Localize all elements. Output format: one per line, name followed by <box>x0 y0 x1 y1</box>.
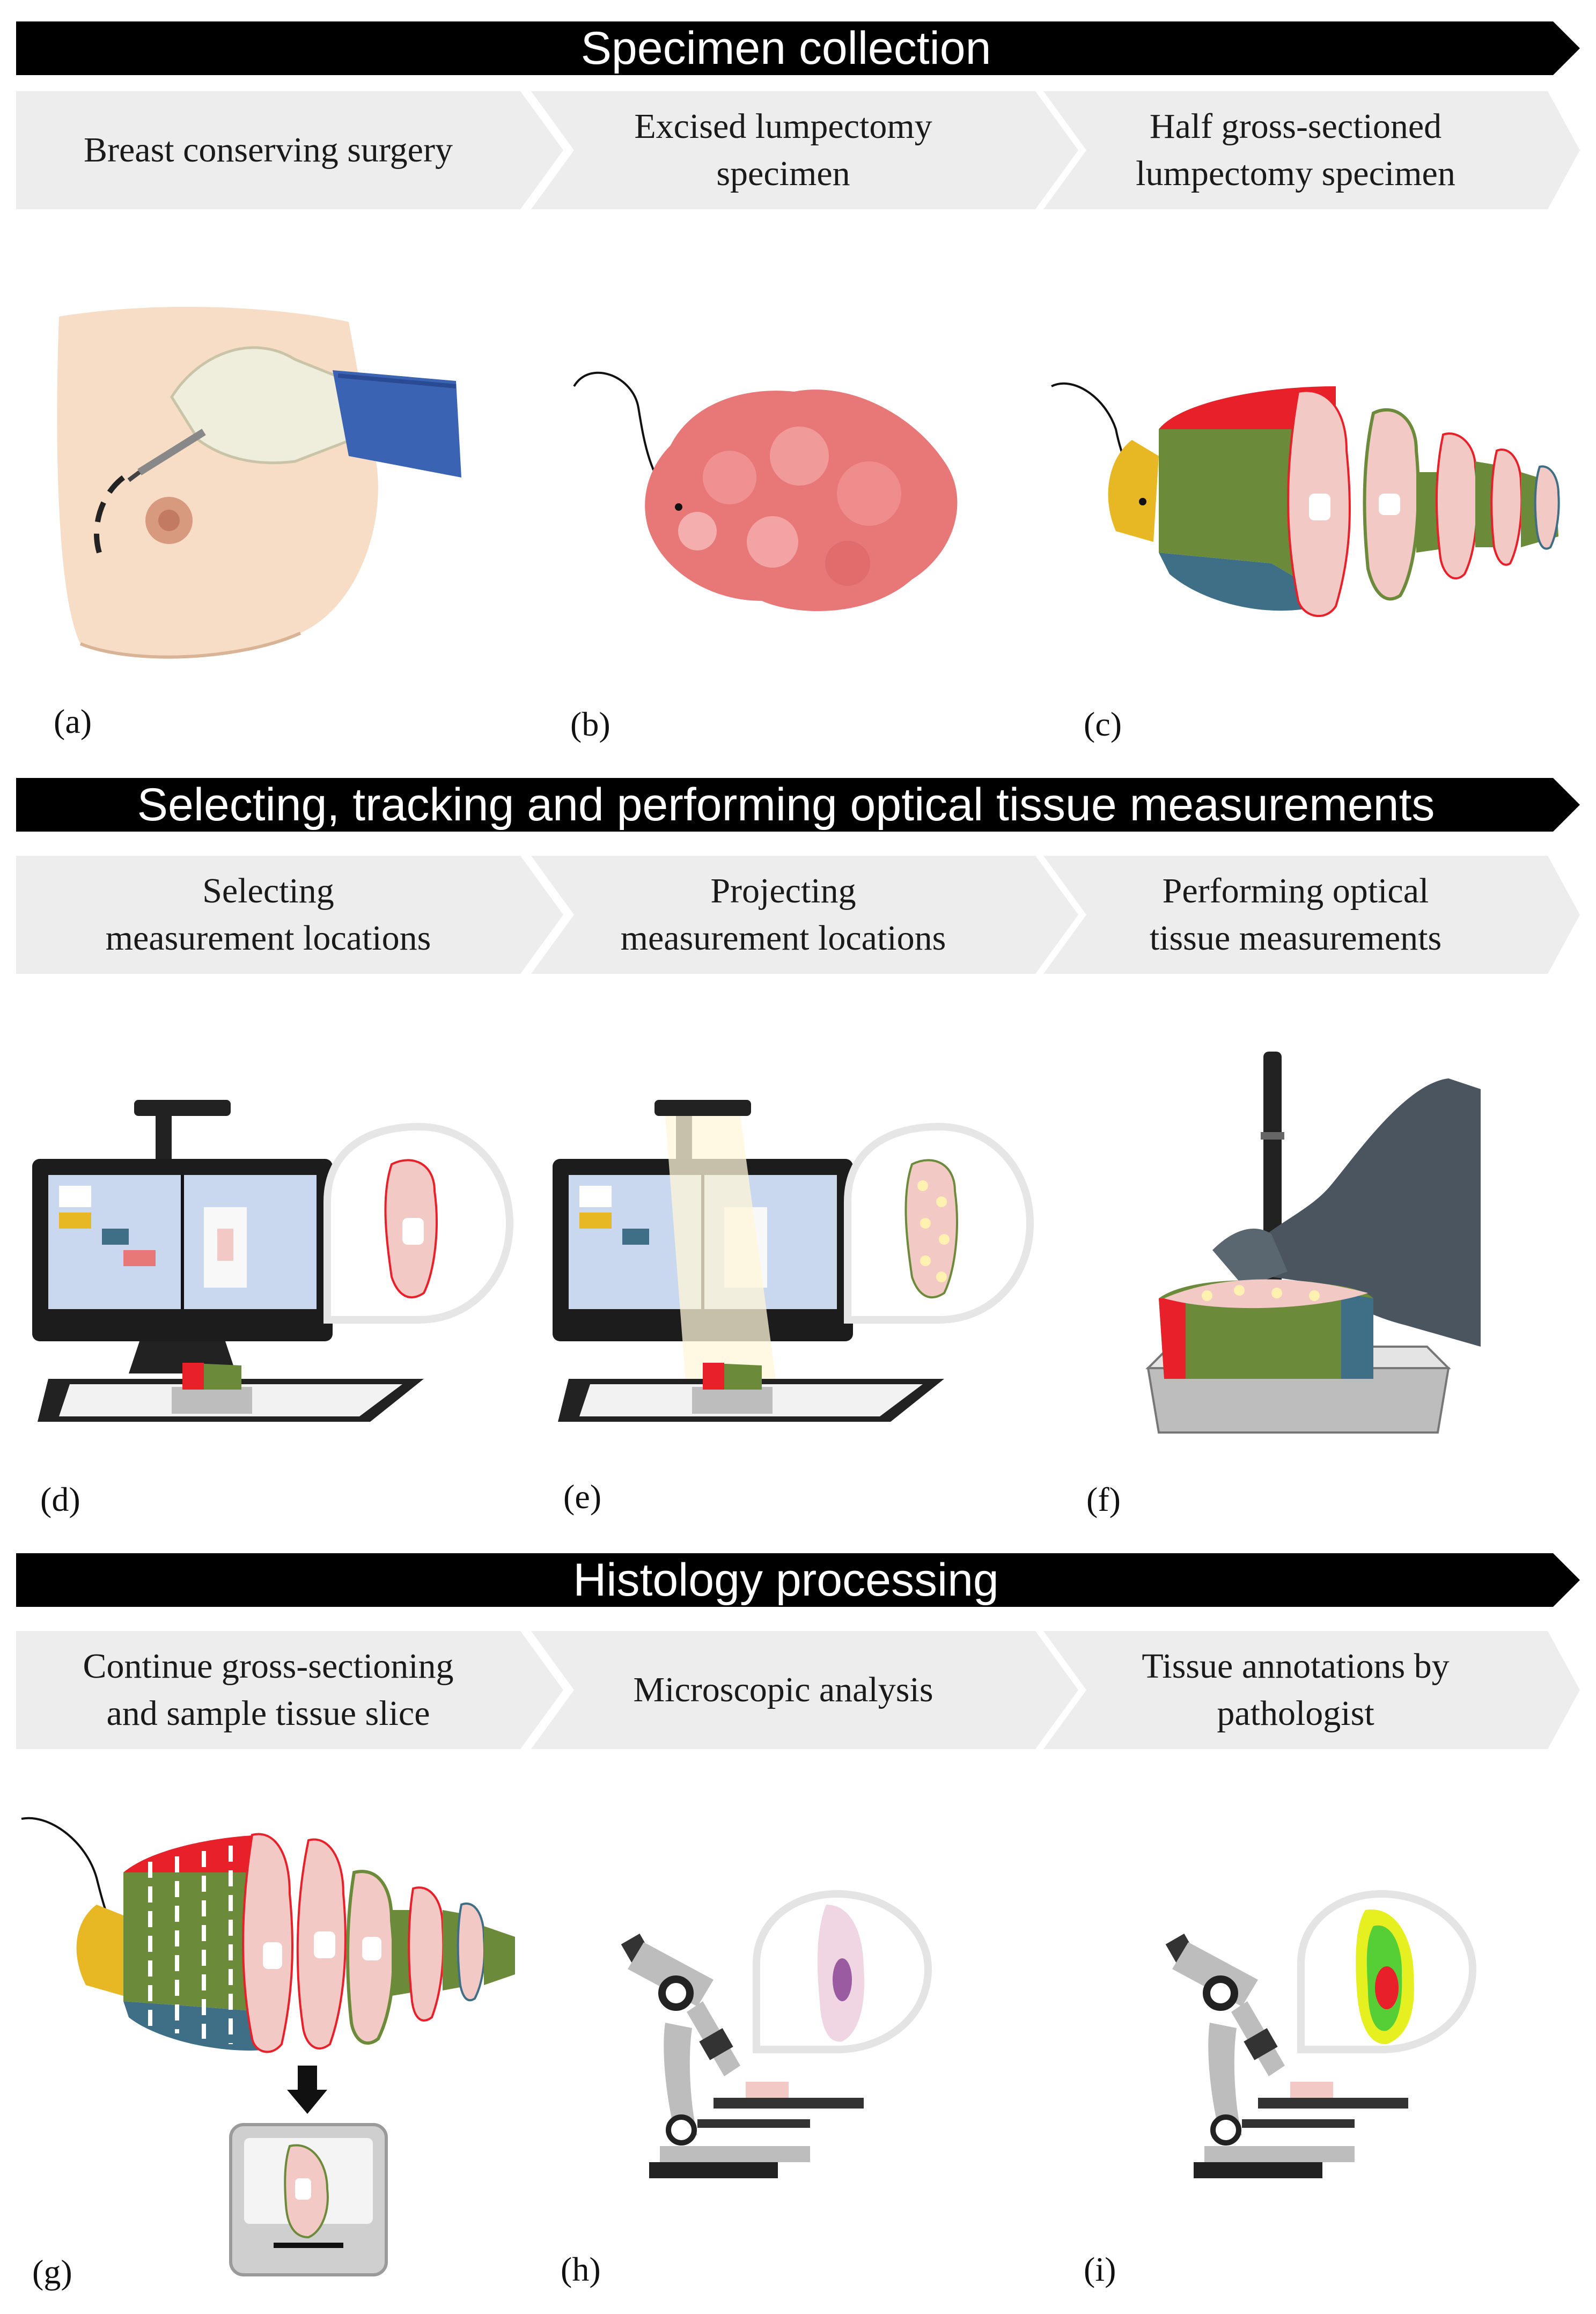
section-banner-histology: Histology processing <box>16 1553 1580 1607</box>
projection-computer-icon <box>547 1094 1046 1427</box>
step-continue-gross-sectioning: Continue gross-sectioning and sample tis… <box>16 1631 563 1749</box>
step-label: Projecting measurement locations <box>620 871 946 958</box>
step-selecting-locations: Selecting measurement locations <box>16 856 563 974</box>
section-title: Histology processing <box>573 1554 999 1606</box>
step-breast-conserving-surgery: Breast conserving surgery <box>16 91 563 209</box>
step-label: Tissue annotations by pathologist <box>1142 1647 1450 1733</box>
panel-label-c: (c) <box>1084 705 1122 743</box>
step-label: Selecting measurement locations <box>105 871 431 958</box>
step-label: Excised lumpectomy specimen <box>634 107 932 193</box>
panel-label-f: (f) <box>1086 1480 1121 1518</box>
step-projecting-locations: Projecting measurement locations <box>531 856 1078 974</box>
panel-label-b: (b) <box>570 705 611 743</box>
panel-label-d: (d) <box>40 1480 80 1518</box>
step-performing-measurements: Performing optical tissue measurements <box>1043 856 1591 974</box>
step-microscopic-analysis: Microscopic analysis <box>531 1631 1078 1749</box>
section-title: Specimen collection <box>580 23 991 74</box>
step-tissue-annotations: Tissue annotations by pathologist <box>1043 1631 1591 1749</box>
banner-arrow-shape <box>16 21 1580 75</box>
section-title: Selecting, tracking and performing optic… <box>137 779 1435 831</box>
projector-computer-icon <box>27 1094 526 1427</box>
step-excised-lumpectomy: Excised lumpectomy specimen <box>531 91 1078 209</box>
step-label: Performing optical tissue measurements <box>1149 871 1442 958</box>
step-label: Half gross-sectioned lumpectomy specimen <box>1136 107 1455 193</box>
banner-arrow-shape <box>16 1553 1580 1607</box>
panel-label-i: (i) <box>1084 2250 1116 2288</box>
breast-surgery-illustration <box>48 300 488 676</box>
panel-label-a: (a) <box>54 702 92 740</box>
microscope-icon <box>617 1889 966 2189</box>
section-banner-specimen-collection: Specimen collection <box>16 21 1580 75</box>
gross-sectioning-icon <box>16 1813 526 2280</box>
microscope-annotation-icon <box>1161 1889 1510 2189</box>
step-label: Breast conserving surgery <box>84 130 453 170</box>
step-label: Microscopic analysis <box>633 1670 933 1709</box>
step-label: Continue gross-sectioning and sample tis… <box>83 1647 454 1733</box>
lumpectomy-specimen-illustration <box>569 370 982 628</box>
panel-label-h: (h) <box>561 2250 601 2288</box>
section-banner-optical-measurements: Selecting, tracking and performing optic… <box>16 778 1580 832</box>
panel-label-g: (g) <box>32 2253 72 2291</box>
sectioned-specimen-illustration <box>1046 376 1572 633</box>
panel-label-e: (e) <box>563 1478 602 1516</box>
step-half-gross-sectioned: Half gross-sectioned lumpectomy specimen <box>1043 91 1591 209</box>
banner-arrow-shape <box>16 778 1580 832</box>
optical-probe-hand-icon <box>1127 1046 1481 1459</box>
